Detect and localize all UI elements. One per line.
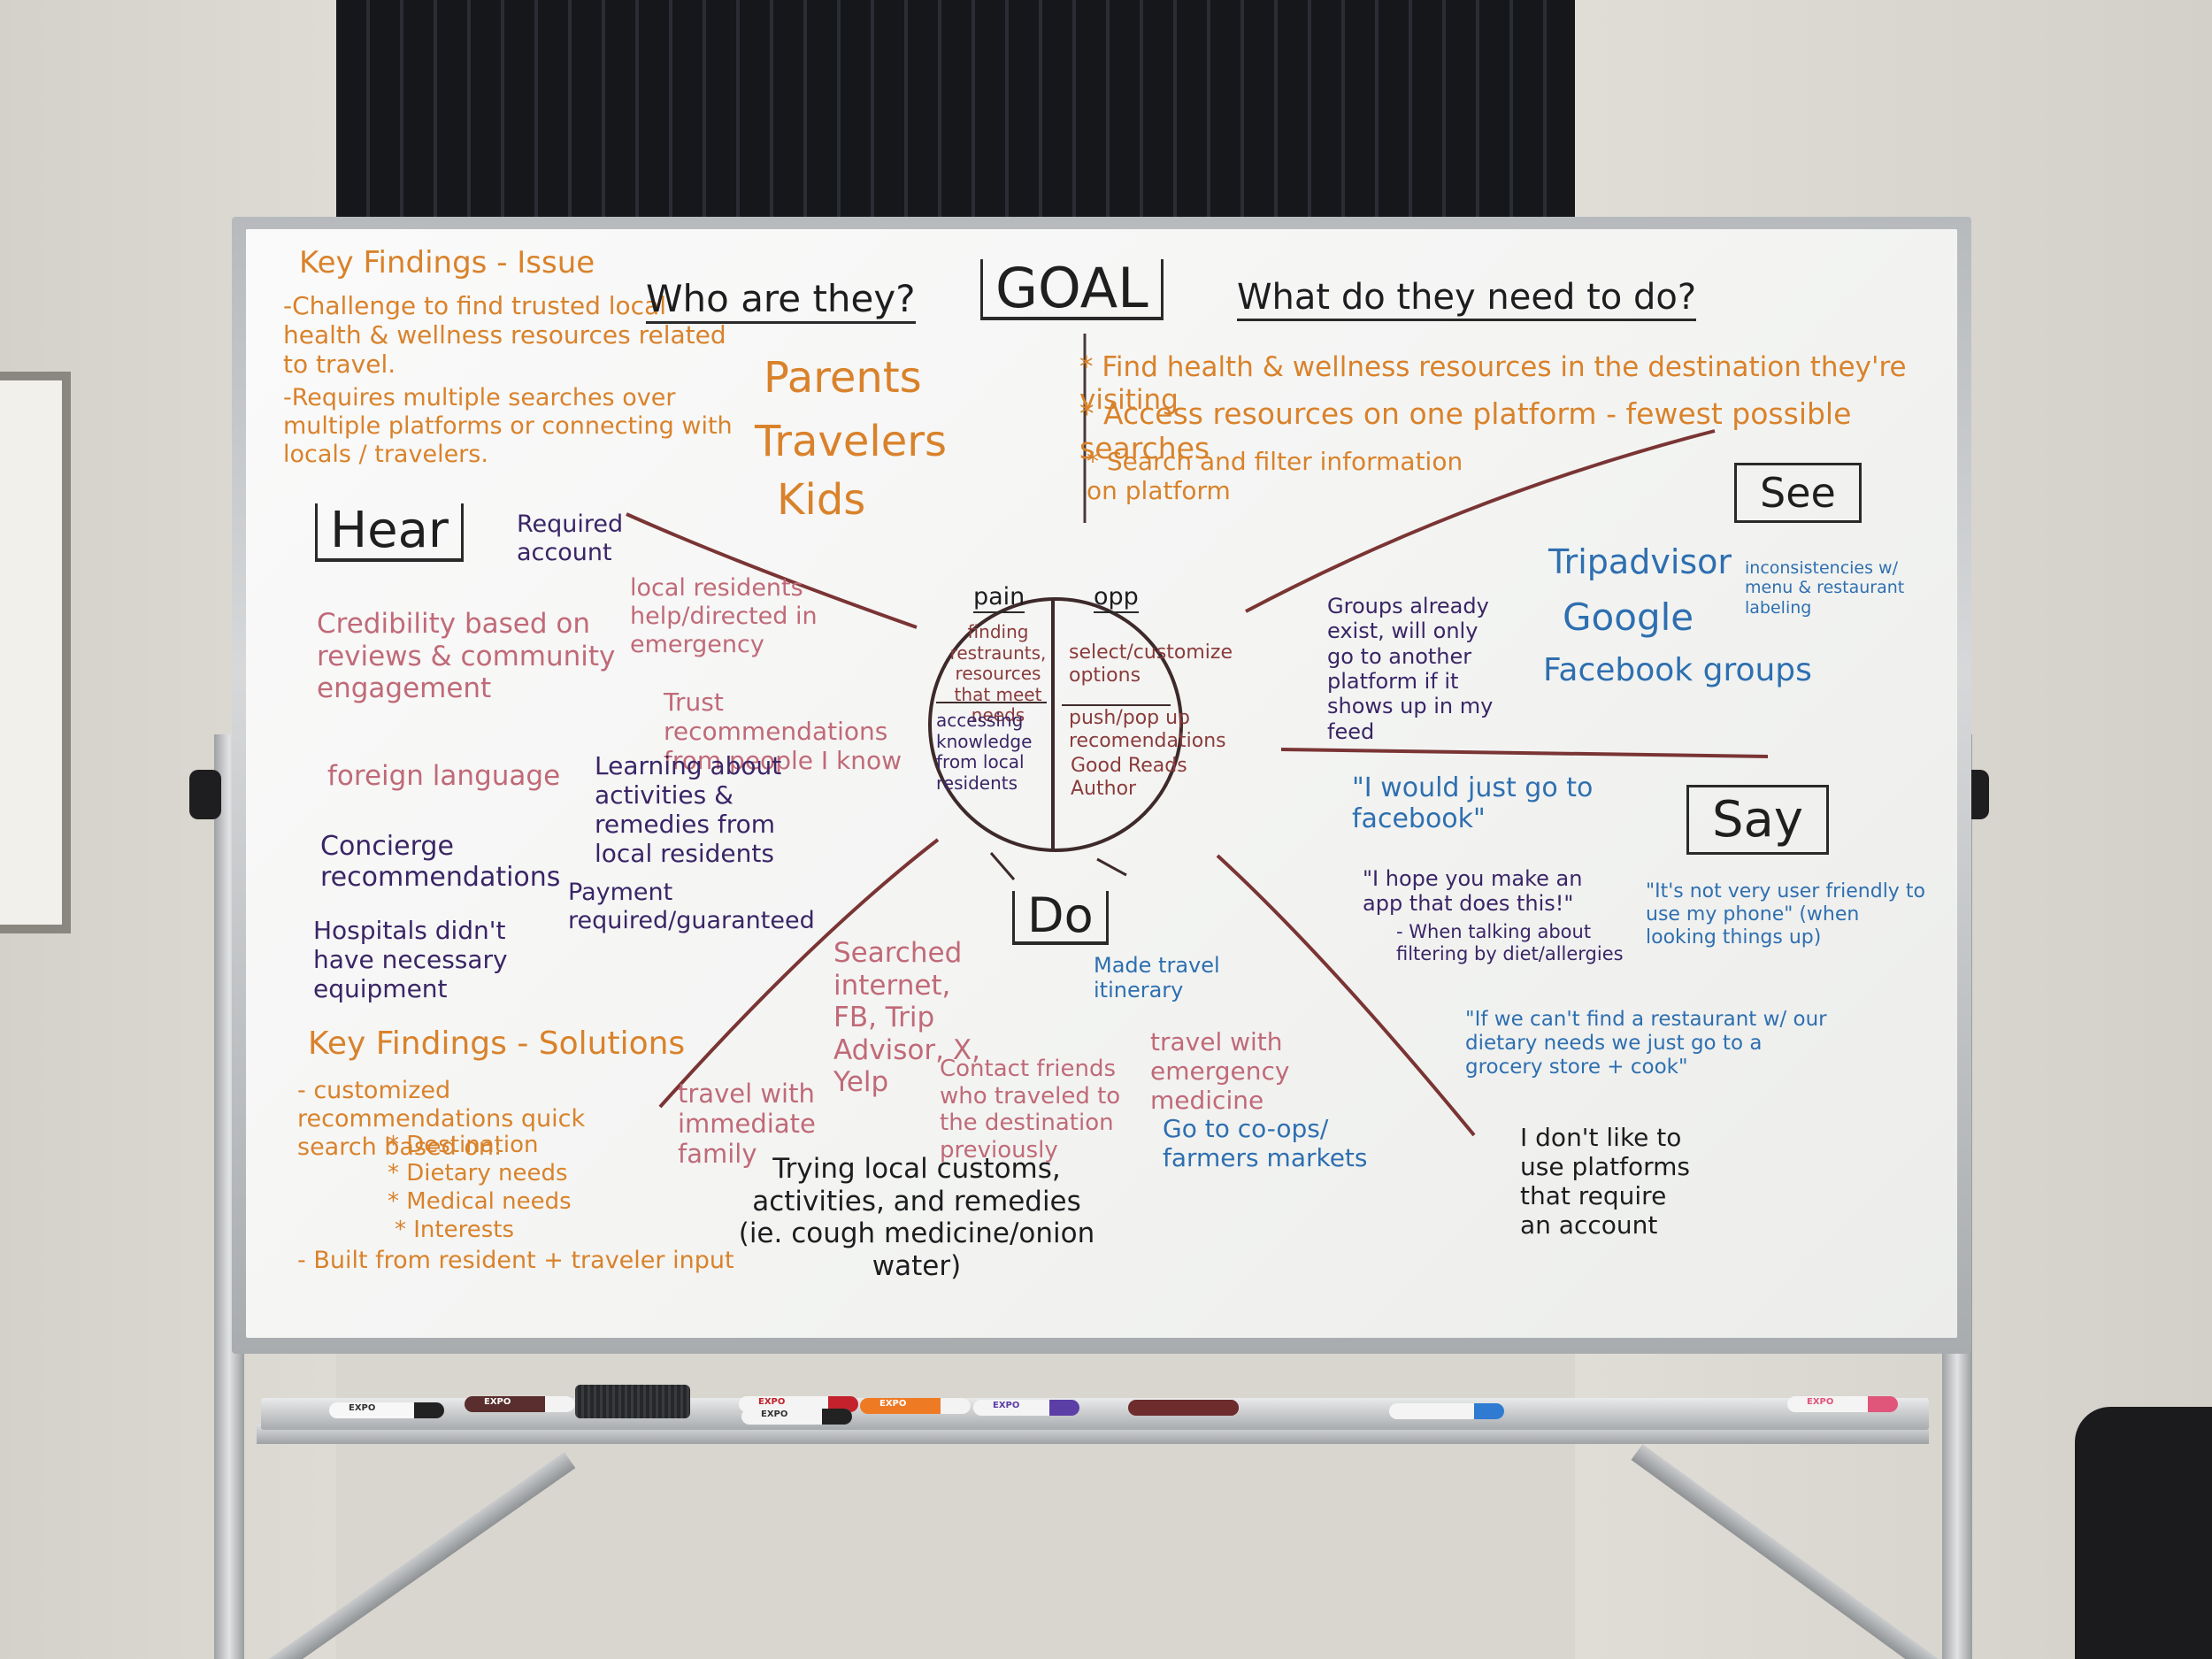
who-heading: Who are they? xyxy=(646,277,916,324)
say-quote-1: "I would just go to facebook" xyxy=(1352,772,1617,835)
key-findings-solutions-footer: - Built from resident + traveler input xyxy=(297,1247,734,1275)
circle-opp-3: Good Reads Author xyxy=(1071,755,1203,801)
see-groups: Groups already exist, will only go to an… xyxy=(1327,594,1495,744)
circle-opp-label: opp xyxy=(1094,583,1139,613)
see-tripadvisor: Tripadvisor xyxy=(1548,542,1732,582)
key-findings-solutions-item-3: * Medical needs xyxy=(388,1188,572,1216)
do-heading: Do xyxy=(1012,891,1109,945)
hear-hospitals: Hospitals didn't have necessary equipmen… xyxy=(313,916,526,1003)
hear-local-residents: local residents help/directed in emergen… xyxy=(630,574,833,659)
stand-left-knob xyxy=(189,770,221,819)
say-quote-5: I don't like to use platforms that requi… xyxy=(1520,1123,1697,1240)
key-findings-solutions-heading: Key Findings - Solutions xyxy=(308,1025,685,1063)
key-findings-solutions-item-2: * Dietary needs xyxy=(388,1160,568,1187)
circle-pain-label: pain xyxy=(973,583,1025,613)
framed-picture xyxy=(0,372,71,933)
marker-black-2[interactable]: EXPO xyxy=(741,1409,852,1425)
do-coops: Go to co-ops/ farmers markets xyxy=(1163,1114,1375,1172)
do-medicine: travel with emergency medicine xyxy=(1150,1027,1407,1115)
who-item-kids: Kids xyxy=(777,475,865,526)
hear-concierge: Concierge recommendations xyxy=(320,831,568,894)
need-item-3: * Search and filter information on platf… xyxy=(1087,447,1476,505)
hear-credibility: Credibility based on reviews & community… xyxy=(317,608,618,705)
whiteboard: Key Findings - Issue -Challenge to find … xyxy=(232,217,1971,1354)
say-quote-4: "If we can't find a restaurant w/ our di… xyxy=(1465,1008,1837,1079)
window-blinds xyxy=(336,0,1575,226)
circle-opp-1: select/customize options xyxy=(1069,641,1202,687)
eraser[interactable] xyxy=(575,1385,690,1418)
marker-purple[interactable]: EXPO xyxy=(973,1400,1079,1416)
key-findings-solutions-item-1: * Destination xyxy=(388,1132,538,1159)
office-chair xyxy=(2075,1407,2212,1659)
marker-blue[interactable] xyxy=(1389,1403,1504,1419)
who-item-parents: Parents xyxy=(764,353,922,403)
circle-opp-2: push/pop up recomendations xyxy=(1069,707,1219,753)
key-findings-solutions-item-4: * Interests xyxy=(395,1217,514,1244)
hear-foreign-language: foreign language xyxy=(327,760,560,793)
key-findings-issue-heading: Key Findings - Issue xyxy=(299,245,595,280)
see-facebook: Facebook groups xyxy=(1543,652,1812,689)
marker-pink[interactable]: EXPO xyxy=(1787,1396,1898,1412)
marker-brown-2[interactable] xyxy=(1128,1400,1239,1416)
marker-brown-1[interactable]: EXPO xyxy=(465,1396,575,1412)
hear-required-account: Required account xyxy=(517,511,632,567)
do-itinerary: Made travel itinerary xyxy=(1094,953,1244,1003)
do-contact: Contact friends who traveled to the dest… xyxy=(940,1056,1125,1164)
see-google: Google xyxy=(1563,595,1694,640)
say-quote-2: "I hope you make an app that does this!" xyxy=(1363,866,1628,917)
spoke-say xyxy=(1281,749,1768,757)
need-heading: What do they need to do? xyxy=(1237,277,1696,321)
say-quote-3: "It's not very user friendly to use my p… xyxy=(1646,880,1929,949)
see-inconsistencies: inconsistencies w/ menu & restaurant lab… xyxy=(1745,558,1939,618)
goal-heading: GOAL xyxy=(980,259,1164,320)
hear-heading: Hear xyxy=(315,503,464,562)
key-findings-issue-item-2: -Requires multiple searches over multipl… xyxy=(283,384,734,469)
who-item-travelers: Travelers xyxy=(755,417,947,467)
say-quote-2-note: - When talking about filtering by diet/a… xyxy=(1396,921,1662,965)
circle-pain-2: accessing knowledge from local residents xyxy=(936,710,1056,794)
marker-orange[interactable]: EXPO xyxy=(860,1398,971,1414)
whiteboard-surface: Key Findings - Issue -Challenge to find … xyxy=(246,229,1957,1338)
marker-black-1[interactable]: EXPO xyxy=(329,1402,444,1418)
do-customs: Trying local customs, activities, and re… xyxy=(731,1153,1102,1282)
say-heading: Say xyxy=(1686,785,1829,855)
hear-payment: Payment required/guaranteed xyxy=(568,879,772,935)
hear-learning: Learning about activities & remedies fro… xyxy=(595,751,798,868)
see-heading: See xyxy=(1734,463,1862,523)
